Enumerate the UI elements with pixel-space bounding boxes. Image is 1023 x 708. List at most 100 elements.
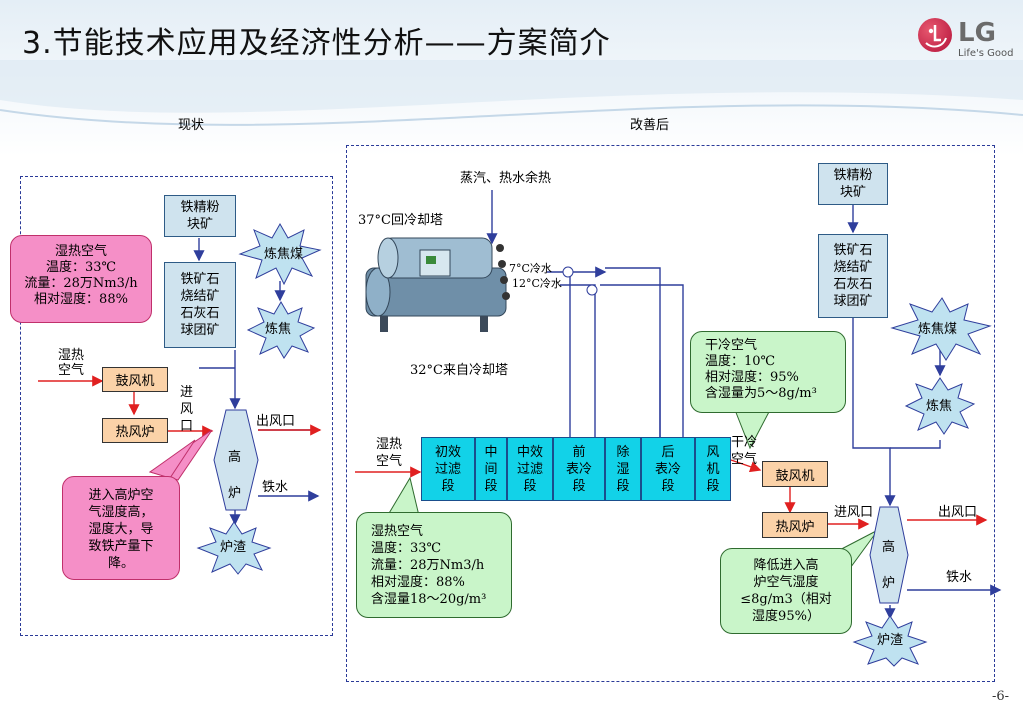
label-line: 风 xyxy=(180,402,194,417)
seg-line: 间 xyxy=(484,461,498,477)
current-blower-box: 鼓风机 xyxy=(102,367,168,392)
callout-line: 湿热空气 xyxy=(54,244,107,259)
improved-inlet-label: 进风口 xyxy=(834,505,874,520)
improved-slag-star xyxy=(852,615,928,667)
label-line: 空气 xyxy=(58,363,85,378)
chilled-7-label: 7°C冷水 xyxy=(509,262,552,275)
seg-line: 后 xyxy=(661,444,675,460)
seg-line: 段 xyxy=(441,478,455,494)
current-coking-coal-label: 炼焦煤 xyxy=(264,247,304,262)
cooling-supply-label: 32°C来自冷却塔 xyxy=(410,363,508,378)
lg-face-icon xyxy=(918,18,952,52)
box-line: 球团矿 xyxy=(833,294,873,309)
callout-line: 相对湿度：88% xyxy=(371,575,465,590)
seg-line: 过滤 xyxy=(516,461,543,477)
improved-coking-coal-label: 炼焦煤 xyxy=(918,322,958,337)
callout-line: 流量：28万Nm3/h xyxy=(24,276,138,291)
seg-line: 中效 xyxy=(516,444,543,460)
callout-line: 致铁产量下 xyxy=(88,539,154,554)
improved-iron-fines-box: 铁精粉块矿 xyxy=(818,163,888,205)
box-line: 烧结矿 xyxy=(833,260,873,275)
logo-tagline: Life's Good xyxy=(958,48,1014,59)
seg-line: 湿 xyxy=(616,461,630,477)
improved-heading: 改善后 xyxy=(630,118,670,133)
label-line: 空气 xyxy=(376,454,403,469)
seg-line: 段 xyxy=(523,478,537,494)
callout-line: 含湿量为5～8g/m³ xyxy=(705,386,817,401)
box-line: 铁精粉 xyxy=(180,200,220,215)
callout-line: 进入高炉空 xyxy=(88,488,154,503)
current-ores-box: 铁矿石 烧结矿 石灰石 球团矿 xyxy=(164,262,236,348)
logo-brand: LG xyxy=(958,18,996,48)
current-hot-stove-box: 热风炉 xyxy=(102,418,168,443)
ahu-segment-dehumidify: 除湿段 xyxy=(605,437,641,501)
seg-line: 除 xyxy=(616,444,630,460)
callout-line: 湿度95%） xyxy=(752,609,820,624)
improved-ores-box: 铁矿石 烧结矿 石灰石 球团矿 xyxy=(818,234,888,318)
current-slag-label: 炉渣 xyxy=(220,540,247,555)
label-line: 空气 xyxy=(731,452,758,467)
callout-line: 气湿度高， xyxy=(88,505,154,520)
dry-air-label: 干冷 空气 xyxy=(731,434,757,468)
current-inlet-label: 进 风 口 xyxy=(180,384,193,435)
seg-line: 段 xyxy=(484,478,498,494)
callout-line: 温度：10℃ xyxy=(705,354,776,369)
page-number: -6- xyxy=(991,689,1009,704)
callout-line: 炉空气湿度 xyxy=(753,575,819,590)
humid-air-callout: 湿热空气 温度：33℃ 流量：28万Nm3/h 相对湿度：88% 含湿量18～2… xyxy=(356,512,512,618)
callout-line: 含湿量18～20g/m³ xyxy=(371,592,487,607)
current-problem-callout: 进入高炉空 气湿度高， 湿度大，导 致铁产量下 降。 xyxy=(62,476,180,580)
ahu-segment-pre-cooling: 前表冷段 xyxy=(553,437,605,501)
ahu-segment-medium-filter: 中效过滤段 xyxy=(507,437,553,501)
current-iron-fines-box: 铁精粉块矿 xyxy=(164,195,236,237)
box-line: 铁矿石 xyxy=(180,272,220,287)
seg-line: 段 xyxy=(661,478,675,494)
improved-coking-coal-star xyxy=(890,297,992,361)
ahu-segment-middle: 中间段 xyxy=(475,437,507,501)
seg-line: 表冷 xyxy=(565,461,592,477)
slide-title: 3.节能技术应用及经济性分析——方案简介 xyxy=(22,26,611,61)
box-line: 块矿 xyxy=(839,185,866,200)
seg-line: 前 xyxy=(572,444,586,460)
current-coke-label: 炼焦 xyxy=(265,322,292,337)
box-line: 石灰石 xyxy=(833,277,873,292)
seg-line: 机 xyxy=(706,461,720,477)
box-line: 铁精粉 xyxy=(833,168,873,183)
background-swoosh xyxy=(0,60,1023,126)
callout-line: 温度：33℃ xyxy=(45,260,117,275)
ahu-segment-fan: 风机段 xyxy=(695,437,731,501)
ahu-segment-primary-filter: 初效过滤段 xyxy=(421,437,475,501)
callout-line: 温度：33℃ xyxy=(371,541,442,556)
label-line: 高 xyxy=(882,540,896,555)
improved-coke-star xyxy=(904,377,976,435)
current-outlet-label: 出风口 xyxy=(256,414,296,429)
seg-line: 过滤 xyxy=(434,461,461,477)
label-line: 炉 xyxy=(882,576,896,591)
improved-furnace-label: 高 炉 xyxy=(882,530,895,602)
callout-line: 湿热空气 xyxy=(371,524,424,539)
callout-line: 降低进入高 xyxy=(753,558,819,573)
seg-line: 段 xyxy=(706,478,720,494)
label-line: 口 xyxy=(180,419,194,434)
result-callout: 降低进入高 炉空气湿度 ≤8g/m3（相对 湿度95%） xyxy=(720,548,852,634)
current-humid-air-label: 湿热 空气 xyxy=(58,348,84,378)
current-slag-star xyxy=(196,521,272,575)
seg-line: 中 xyxy=(484,444,498,460)
label-line: 进 xyxy=(180,385,194,400)
current-air-callout: 湿热空气 温度：33℃ 流量：28万Nm3/h 相对湿度：88% xyxy=(10,235,152,323)
improved-slag-label: 炉渣 xyxy=(877,633,904,648)
air-handling-unit: 初效过滤段 中间段 中效过滤段 前表冷段 除湿段 后表冷段 风机段 xyxy=(421,437,731,501)
ahu-segment-post-cooling: 后表冷段 xyxy=(641,437,695,501)
box-line: 块矿 xyxy=(186,217,213,232)
improved-humid-air-label: 湿热 空气 xyxy=(376,436,402,470)
callout-line: ≤8g/m3（相对 xyxy=(740,592,832,607)
box-line: 球团矿 xyxy=(180,323,220,338)
callout-line: 湿度大，导 xyxy=(88,522,154,537)
improved-coke-label: 炼焦 xyxy=(926,399,953,414)
seg-line: 段 xyxy=(616,478,630,494)
seg-line: 初效 xyxy=(434,444,461,460)
seg-line: 表冷 xyxy=(654,461,681,477)
callout-line: 流量：28万Nm3/h xyxy=(371,558,485,573)
label-line: 高 xyxy=(228,450,242,465)
improved-hot-stove-box: 热风炉 xyxy=(762,512,828,538)
